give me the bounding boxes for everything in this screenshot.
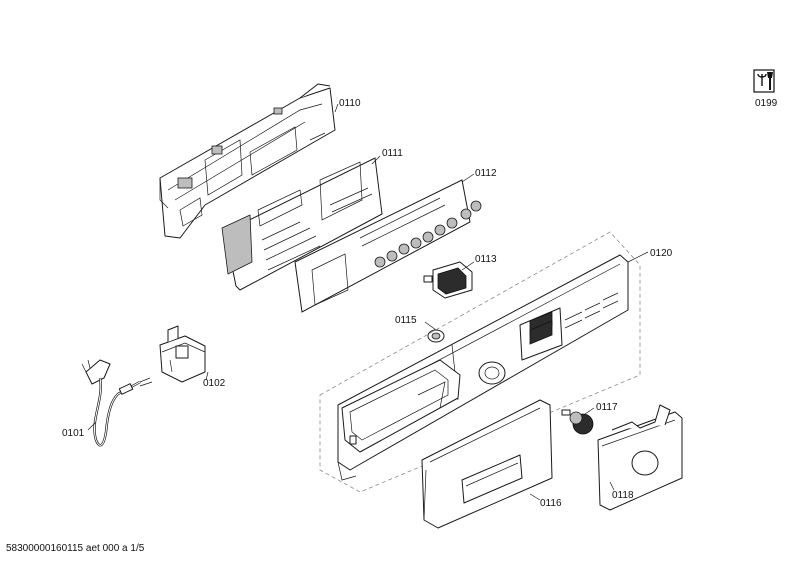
label-0199: 0199 bbox=[755, 98, 778, 109]
part-0120-control-panel[interactable] bbox=[337, 254, 629, 481]
part-0113-module[interactable] bbox=[423, 261, 473, 299]
label-0101: 0101 bbox=[62, 428, 85, 439]
label-0117: 0117 bbox=[596, 402, 618, 413]
label-0112: 0112 bbox=[475, 168, 497, 179]
part-0115-knob[interactable] bbox=[427, 329, 445, 343]
part-0102-mains-filter[interactable] bbox=[159, 325, 206, 383]
label-0102: 0102 bbox=[203, 378, 226, 389]
part-0112-display-pcb[interactable] bbox=[294, 179, 482, 313]
part-0118-side-cover[interactable] bbox=[597, 404, 683, 511]
part-0101-mains-cable[interactable] bbox=[81, 359, 153, 447]
part-0110-housing[interactable] bbox=[159, 83, 336, 239]
document-footer: 58300000160115 aet 000 a 1/5 bbox=[6, 543, 145, 554]
label-0120: 0120 bbox=[650, 248, 673, 259]
label-0118: 0118 bbox=[612, 490, 634, 501]
part-0116-dispenser-front[interactable] bbox=[421, 399, 553, 529]
part-0117-rotary-knob[interactable] bbox=[561, 409, 594, 435]
manual-wrench-icon[interactable] bbox=[753, 69, 775, 93]
leader-lines bbox=[87, 103, 649, 501]
label-0110: 0110 bbox=[339, 98, 361, 109]
part-0111-main-pcb[interactable] bbox=[221, 157, 383, 291]
encoder-knobs bbox=[374, 200, 482, 268]
label-0111: 0111 bbox=[382, 148, 403, 159]
assembly-outline-0120 bbox=[319, 231, 641, 493]
label-0115: 0115 bbox=[395, 315, 417, 326]
label-0113: 0113 bbox=[475, 254, 497, 265]
label-0116: 0116 bbox=[540, 498, 562, 509]
